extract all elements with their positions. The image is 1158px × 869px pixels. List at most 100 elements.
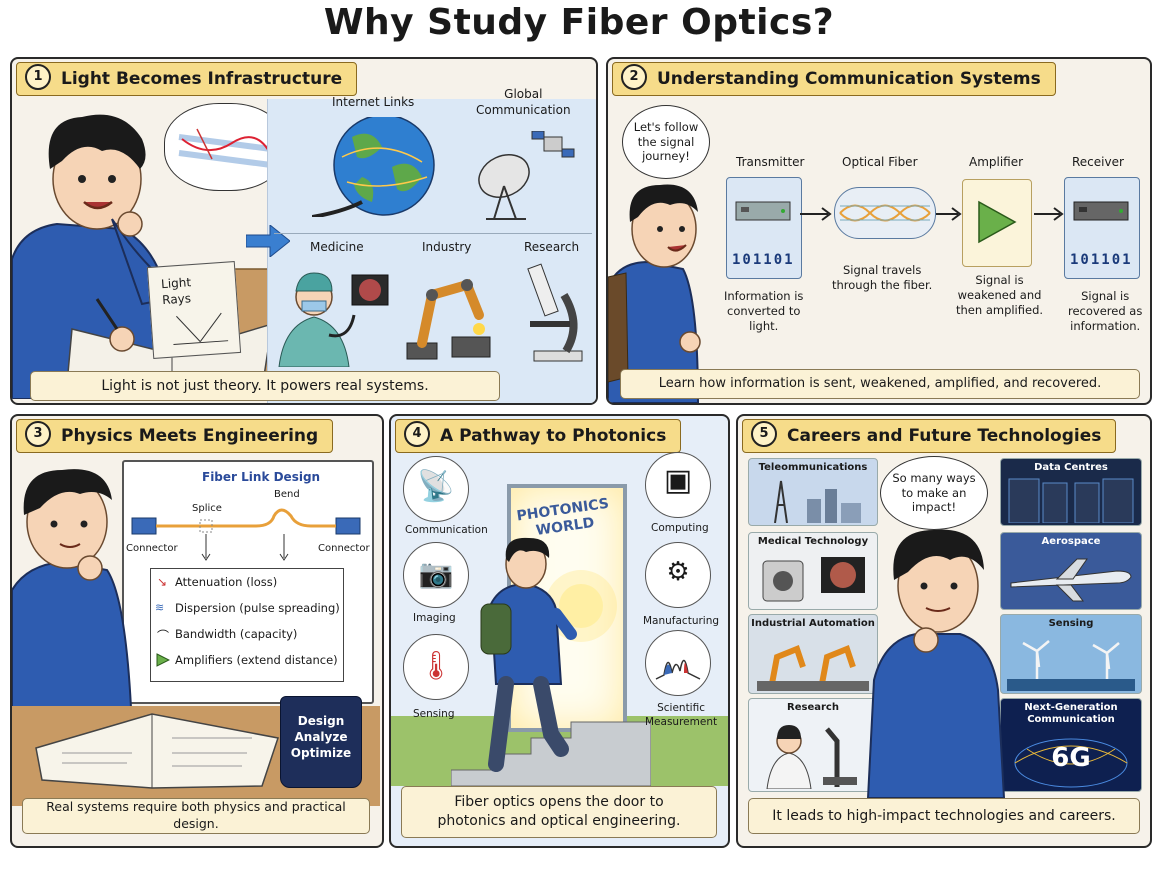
amplifier-triangle-icon [978,200,1017,244]
telecom-tower-icon [774,480,861,523]
stage-desc-receiver: Signal is recovered as information. [1068,289,1143,333]
label-industry: Industry [422,240,472,254]
amplifier-icon [156,653,170,667]
tile-medical-technology: Medical Technology [748,532,878,610]
student-walking-illustration [480,537,577,772]
camera-icon: 📷 [418,557,454,590]
label-computing: Computing [651,522,709,534]
label-sensing: Sensing [413,708,455,720]
list-item: Bandwidth (capacity) [175,627,298,641]
stage-desc-transmitter: Information is converted to light. [724,289,804,333]
thermometer-icon: 🌡 [418,649,454,682]
panel-title-text: A Pathway to Photonics [440,426,667,446]
label-medicine: Medicine [310,240,364,254]
robot-arms-icon [757,645,869,691]
airplane-icon [1010,558,1132,602]
panel-number: 5 [751,421,777,447]
six-g-label: 6G [1051,743,1091,773]
fiber-light-icon [839,204,931,222]
label-scientific: Scientific Measurement [645,702,718,728]
panel-4-caption: Fiber optics opens the door to photonics… [401,786,717,838]
book-label: Light Rays [160,275,192,307]
list-item: Amplifiers (extend distance) [175,653,338,667]
panel-title-text: Careers and Future Technologies [787,426,1102,446]
tile-label: Next-Generation Communication [1024,702,1118,725]
student-thinking-hoodie-illustration [866,529,1006,798]
label-internet-links: Internet Links [332,95,415,109]
panel-3-title: 3 Physics Meets Engineering [16,419,334,453]
label-manufacturing: Manufacturing [643,615,720,627]
tile-label: Teleommunications [758,462,868,473]
label-research: Research [524,240,580,254]
tile-label: Sensing [1048,618,1094,629]
laser-tool-icon: ⚙ [666,557,690,587]
antenna-tower-icon: 📡 [417,469,455,504]
tile-label: Medical Technology [757,536,869,547]
medical-device-icon [762,557,865,602]
label-communication: Communication [405,524,488,536]
tile-sensing: Sensing [1000,614,1142,694]
label-splice: Splice [192,503,222,514]
page-title: Why Study Fiber Optics? [323,2,835,43]
fiber-link-diagram [131,508,361,561]
open-notebook-icon [35,713,279,789]
light-rays-book: Light Rays [146,261,242,359]
circle-imaging: 📷 [403,542,469,608]
thought-bubble-light-wave [164,103,286,191]
transmitter-binary: 101101 [732,252,795,268]
panel-4-title: 4 A Pathway to Photonics [395,419,682,453]
tile-aerospace: Aerospace [1000,532,1142,610]
light-wave-sketch [178,128,272,168]
circle-manufacturing: ⚙ [645,542,711,608]
label-global-communication: Global Communication [476,87,571,117]
receiver-device-icon [1073,201,1129,221]
researcher-microscope-icon [766,725,857,789]
panel-number: 2 [621,64,647,90]
tile-data-centres: Data Centres [1000,458,1142,526]
panel-title-text: Understanding Communication Systems [657,69,1041,89]
stage-label-transmitter: Transmitter [736,155,805,169]
label-connector-left: Connector [126,543,178,554]
label-imaging: Imaging [413,612,456,624]
panel-title-text: Light Becomes Infrastructure [61,69,343,89]
panel-2-caption: Learn how information is sent, weakened,… [620,369,1140,399]
panel-5-title: 5 Careers and Future Technologies [742,419,1117,453]
robot-arm-icon [406,278,491,360]
thought-bubble-signal-journey: Let's follow the signal journey! [622,105,710,179]
student-thinking-illustration [12,469,134,730]
panel-careers-future: 5 Careers and Future Technologies Teleomm… [736,414,1152,848]
panel-1-title: 1 Light Becomes Infrastructure [16,62,358,96]
panel-number: 3 [25,421,51,447]
label-connector-right: Connector [318,543,370,554]
panel-title-text: Physics Meets Engineering [61,426,319,446]
tile-label: Data Centres [1034,462,1108,473]
chip-icon: ▣ [663,463,693,498]
transmitter-device-icon [735,201,791,221]
tile-research: Research [748,698,878,792]
reflection-diagram [173,312,229,346]
label-bend: Bend [274,489,300,500]
panel-light-infrastructure: 1 Light Becomes Infrastructure Light Rays… [10,57,598,405]
tile-label: Industrial Automation [751,618,875,629]
wind-turbine-icon [1007,640,1135,691]
circle-communication: 📡 [403,456,469,522]
stage-label-optical-fiber: Optical Fiber [842,155,918,169]
panel-2-title: 2 Understanding Communication Systems [612,62,1056,96]
receiver-box: 101101 [1064,177,1140,279]
tile-telecommunications: Teleommunications [748,458,878,526]
panel-number: 4 [404,421,430,447]
divider [274,233,592,234]
satellite-dish-icon [478,131,575,220]
stage-desc-optical-fiber: Signal travels through the fiber. [832,263,933,292]
panel-5-caption: It leads to high-impact technologies and… [748,798,1140,834]
optical-fiber-box [834,187,936,239]
panel-number: 1 [25,64,51,90]
dispersion-icon: ≋ [155,601,165,614]
stage-label-amplifier: Amplifier [969,155,1024,169]
network-globe-icon [1014,738,1128,788]
panel-1-caption: Light is not just theory. It powers real… [30,371,500,401]
surgeon-endoscope-icon [278,272,389,367]
panel-communication-systems: 2 Understanding Communication Systems Let… [606,57,1152,405]
